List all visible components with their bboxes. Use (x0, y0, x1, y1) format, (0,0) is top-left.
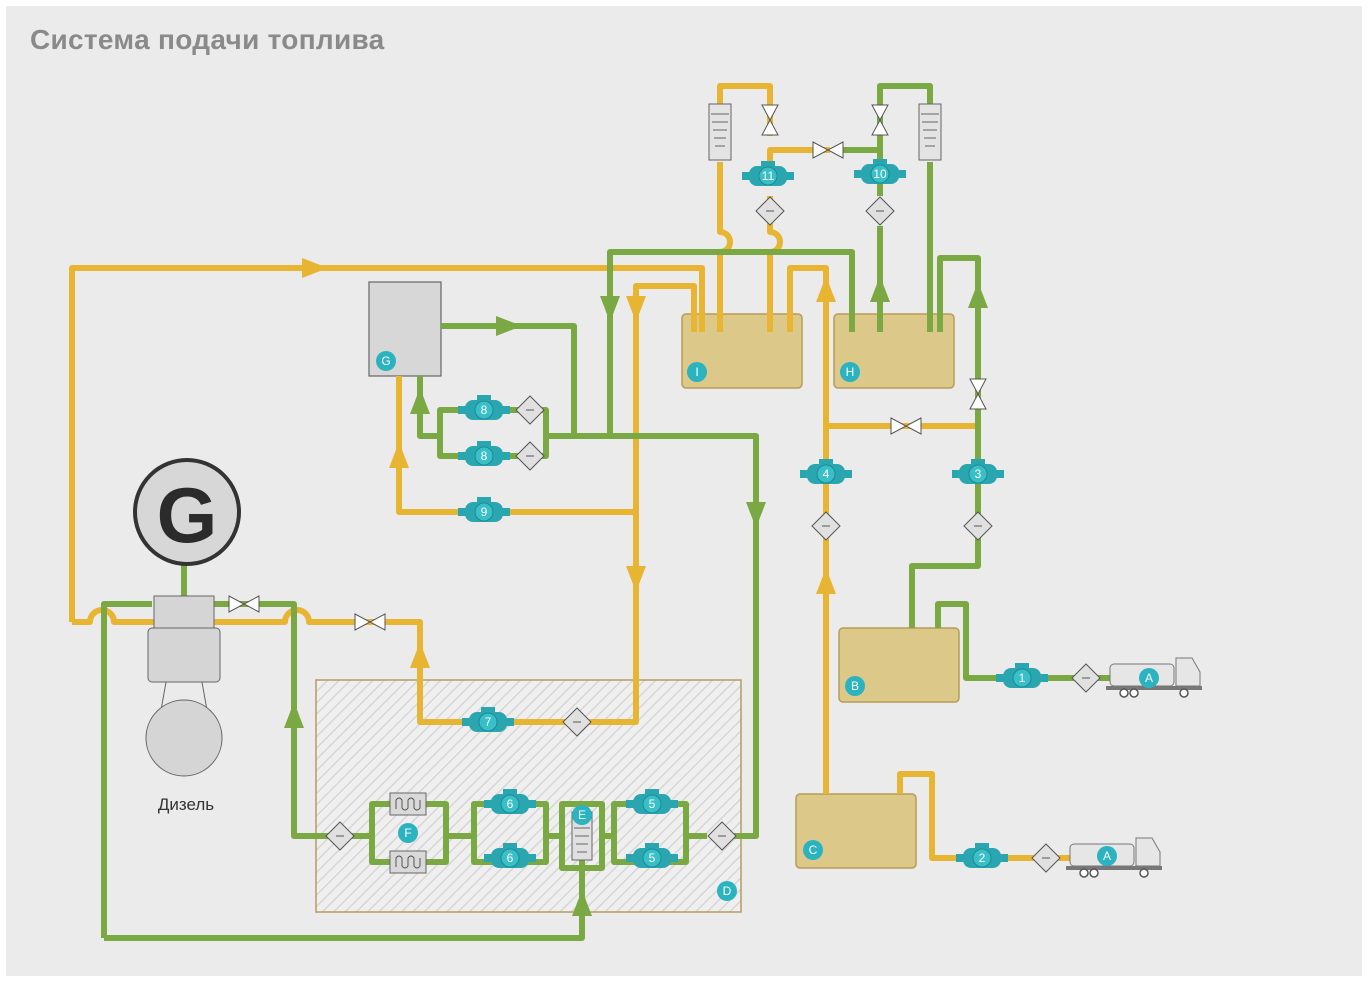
diesel-engine: Дизель (145, 595, 223, 814)
letter-markers: A A B C D E F G H I (376, 351, 1159, 901)
marker-a1: A (1145, 671, 1153, 685)
marker-f: F (404, 826, 411, 840)
marker-a2: A (1103, 849, 1111, 863)
pump-1-label: 1 (1019, 671, 1026, 685)
pump-3-label: 3 (975, 467, 982, 481)
pump-11-label: 11 (762, 169, 775, 183)
pump-7-label: 7 (485, 715, 492, 729)
tank-c (795, 793, 917, 869)
pumps: 1 2 3 4 5 5 6 6 7 8 8 9 10 11 (457, 158, 1049, 869)
marker-g: G (381, 354, 390, 368)
separators (708, 103, 942, 161)
generator-letter: G (157, 471, 218, 559)
pump-10-label: 10 (873, 167, 887, 181)
marker-c: C (809, 843, 818, 857)
marker-i: I (695, 365, 698, 379)
page-title: Система подачи топлива (30, 24, 385, 55)
tank-b (838, 627, 960, 703)
pump-5a-label: 5 (649, 797, 656, 811)
pump-2-label: 2 (979, 851, 986, 865)
tank-i (681, 313, 803, 389)
pump-6a-label: 6 (507, 797, 514, 811)
treatment-area-d (315, 679, 742, 913)
pump-6b-label: 6 (507, 851, 514, 865)
diesel-label: Дизель (158, 795, 214, 814)
marker-b: B (851, 679, 859, 693)
marker-d: D (723, 884, 732, 898)
generator-icon: G (133, 458, 241, 566)
marker-h: H (846, 365, 855, 379)
pump-5b-label: 5 (649, 851, 656, 865)
pump-9-label: 9 (481, 505, 488, 519)
tank-h (833, 313, 955, 389)
pump-4-label: 4 (823, 467, 830, 481)
pump-8b-label: 8 (481, 449, 488, 463)
marker-e: E (578, 808, 586, 822)
pump-8a-label: 8 (481, 403, 488, 417)
flow-arrows (284, 258, 988, 916)
